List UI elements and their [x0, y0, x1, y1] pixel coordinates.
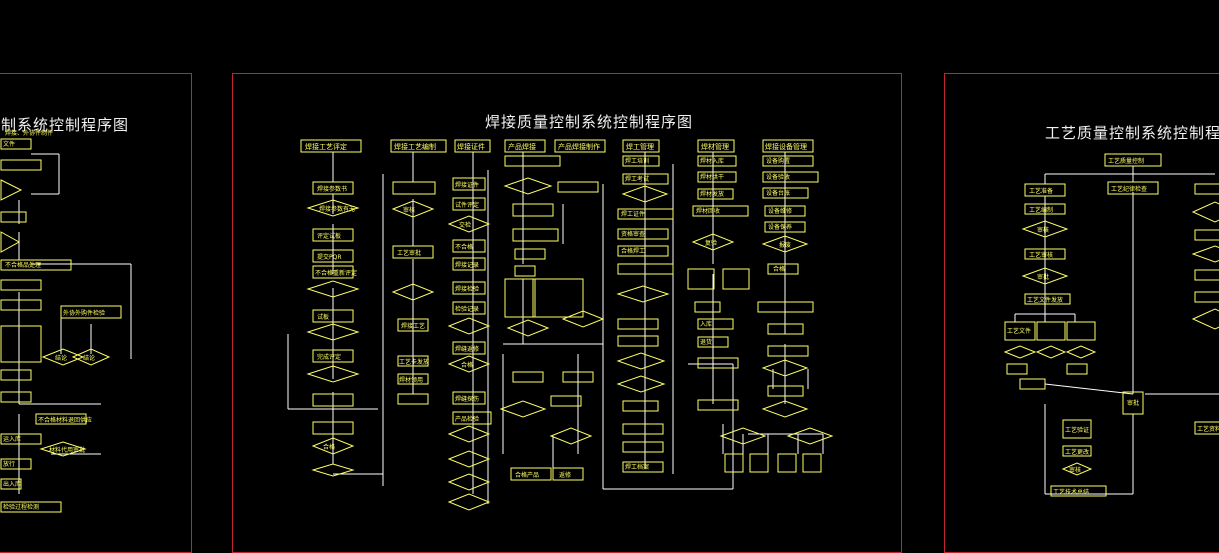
- c-text-22: 合格: [461, 361, 473, 369]
- col-head-4: 产品焊接: [508, 142, 536, 151]
- c-text-37: 复验: [705, 239, 717, 247]
- c-text-12: 工艺卡发放: [399, 358, 429, 366]
- left-text-1: 焊接、外协件制件: [5, 129, 53, 137]
- c-text-40: 设备购置: [766, 157, 790, 165]
- c-text-6: 试板: [317, 313, 329, 321]
- left-text-3: 不合格品处理: [5, 261, 41, 269]
- c-text-38: 入库: [700, 320, 712, 328]
- c-text-44: 设备保养: [768, 223, 792, 231]
- c-text-33: 焊材入库: [700, 157, 724, 165]
- c-text-31: 合格焊工: [621, 247, 645, 255]
- c-text-8: 合格: [323, 443, 335, 451]
- left-drawing-sheet: 制系统控制程序图 焊接、外协件制件 文件 不合格品处理 外: [0, 73, 192, 553]
- c-text-18: 焊接记录: [455, 261, 479, 269]
- c-text-35: 焊材发放: [700, 190, 724, 198]
- r-text-9: 工艺纪律检查: [1111, 185, 1147, 193]
- left-text-8: 运入库: [3, 435, 21, 443]
- left-text-4: 外协外购件检验: [63, 309, 105, 317]
- c-text-26: 返修: [559, 471, 571, 479]
- r-text-8: 工艺文件发放: [1027, 296, 1063, 304]
- left-text-11: 出入库: [3, 480, 21, 488]
- r-text-13: 审核: [1069, 466, 1081, 474]
- r-text-7: 工艺文件: [1007, 327, 1031, 335]
- r-text-2: 工艺准备: [1029, 187, 1053, 195]
- center-flowchart: 焊接工艺评定 焊接工艺编制 焊接证件 产品焊接 产品焊接制作 焊工管理 焊材管理…: [287, 139, 834, 511]
- c-text-11: 焊接工艺: [401, 322, 425, 330]
- c-text-28: 焊工考试: [625, 175, 649, 183]
- left-text-2: 文件: [3, 140, 15, 148]
- c-text-34: 焊材烘干: [700, 173, 724, 181]
- center-sheet-title: 焊接质量控制系统控制程序图: [485, 113, 694, 131]
- r-text-14: 审批: [1127, 399, 1139, 407]
- c-text-42: 设备台账: [766, 189, 790, 197]
- r-text-5: 审核: [1037, 226, 1049, 234]
- left-flowchart: 焊接、外协件制件 文件 不合格品处理 外协外购件检验 结论 结论 不合格材料退回…: [0, 129, 132, 513]
- left-text-6: 结论: [83, 354, 95, 362]
- c-text-5: 不合格重新评定: [315, 269, 357, 277]
- c-text-20: 检验记录: [455, 305, 479, 313]
- right-flowchart: 工艺质量控制 工艺准备 工艺编制 工艺审核 审核 审批 工艺文件 工艺文件发放 …: [1003, 153, 1219, 497]
- c-text-25: 合格产品: [515, 471, 539, 479]
- r-text-11: 工艺更改: [1065, 448, 1089, 456]
- left-text-5: 结论: [55, 354, 67, 362]
- c-text-43: 设备维修: [768, 207, 792, 215]
- c-text-13: 焊材领用: [399, 376, 423, 384]
- r-text-3: 工艺编制: [1029, 206, 1053, 214]
- c-text-16: 交检: [459, 221, 471, 229]
- c-text-39: 退货: [700, 338, 712, 346]
- left-sheet-title: 制系统控制程序图: [1, 116, 130, 134]
- c-text-36: 焊材回收: [696, 207, 720, 215]
- c-text-41: 设备验收: [766, 173, 790, 181]
- r-text-12: 工艺技术总结: [1053, 488, 1089, 496]
- c-text-17: 不合格: [455, 243, 473, 251]
- col-head-3: 焊接证件: [457, 142, 485, 151]
- c-text-4: 提交PQR: [317, 253, 342, 261]
- c-text-2: 焊接参数有无: [319, 205, 355, 213]
- col-head-2: 焊接工艺编制: [394, 142, 436, 151]
- left-text-9: 材料代用审批: [49, 446, 85, 454]
- r-text-1: 工艺质量控制: [1108, 157, 1144, 165]
- r-text-10: 工艺验证: [1065, 426, 1089, 434]
- center-drawing-sheet: 焊接质量控制系统控制程序图: [232, 73, 902, 553]
- c-text-30: 资格审查: [621, 230, 645, 238]
- c-text-7: 完成评定: [317, 353, 341, 361]
- c-text-45: 合格: [773, 265, 785, 273]
- c-text-1: 焊接参数书: [317, 185, 347, 193]
- c-text-10: 工艺审批: [397, 249, 421, 257]
- c-text-14: 焊接证件: [455, 181, 479, 189]
- c-text-21: 焊缝返修: [455, 345, 479, 353]
- c-text-32: 焊工档案: [625, 463, 649, 471]
- c-text-29: 焊工证件: [621, 210, 645, 218]
- c-text-24: 产品检验: [455, 415, 479, 423]
- r-text-6: 审批: [1037, 273, 1049, 281]
- col-head-6: 焊工管理: [626, 142, 654, 151]
- left-text-10: 放行: [3, 460, 15, 468]
- r-text-15: 工艺资料: [1197, 425, 1219, 433]
- c-text-9: 审核: [403, 206, 415, 214]
- col-head-5: 产品焊接制作: [558, 142, 600, 151]
- r-text-4: 工艺审核: [1029, 251, 1053, 259]
- col-head-7: 焊材管理: [701, 142, 729, 151]
- c-text-3: 评定试板: [317, 232, 341, 240]
- left-text-7: 不合格材料退回供应: [38, 416, 92, 424]
- right-drawing-sheet: 工艺质量控制系统控制程序图: [944, 73, 1219, 553]
- c-text-19: 焊接检验: [455, 285, 479, 293]
- c-text-27: 焊工培训: [625, 157, 649, 165]
- c-text-15: 试件评定: [455, 201, 479, 209]
- right-sheet-title: 工艺质量控制系统控制程序图: [1045, 124, 1219, 142]
- col-head-1: 焊接工艺评定: [305, 142, 347, 151]
- c-text-23: 焊缝探伤: [455, 395, 479, 403]
- col-head-8: 焊接设备管理: [765, 142, 807, 151]
- c-text-46: 报废: [779, 241, 791, 249]
- left-text-12: 检验过程检测: [3, 503, 39, 511]
